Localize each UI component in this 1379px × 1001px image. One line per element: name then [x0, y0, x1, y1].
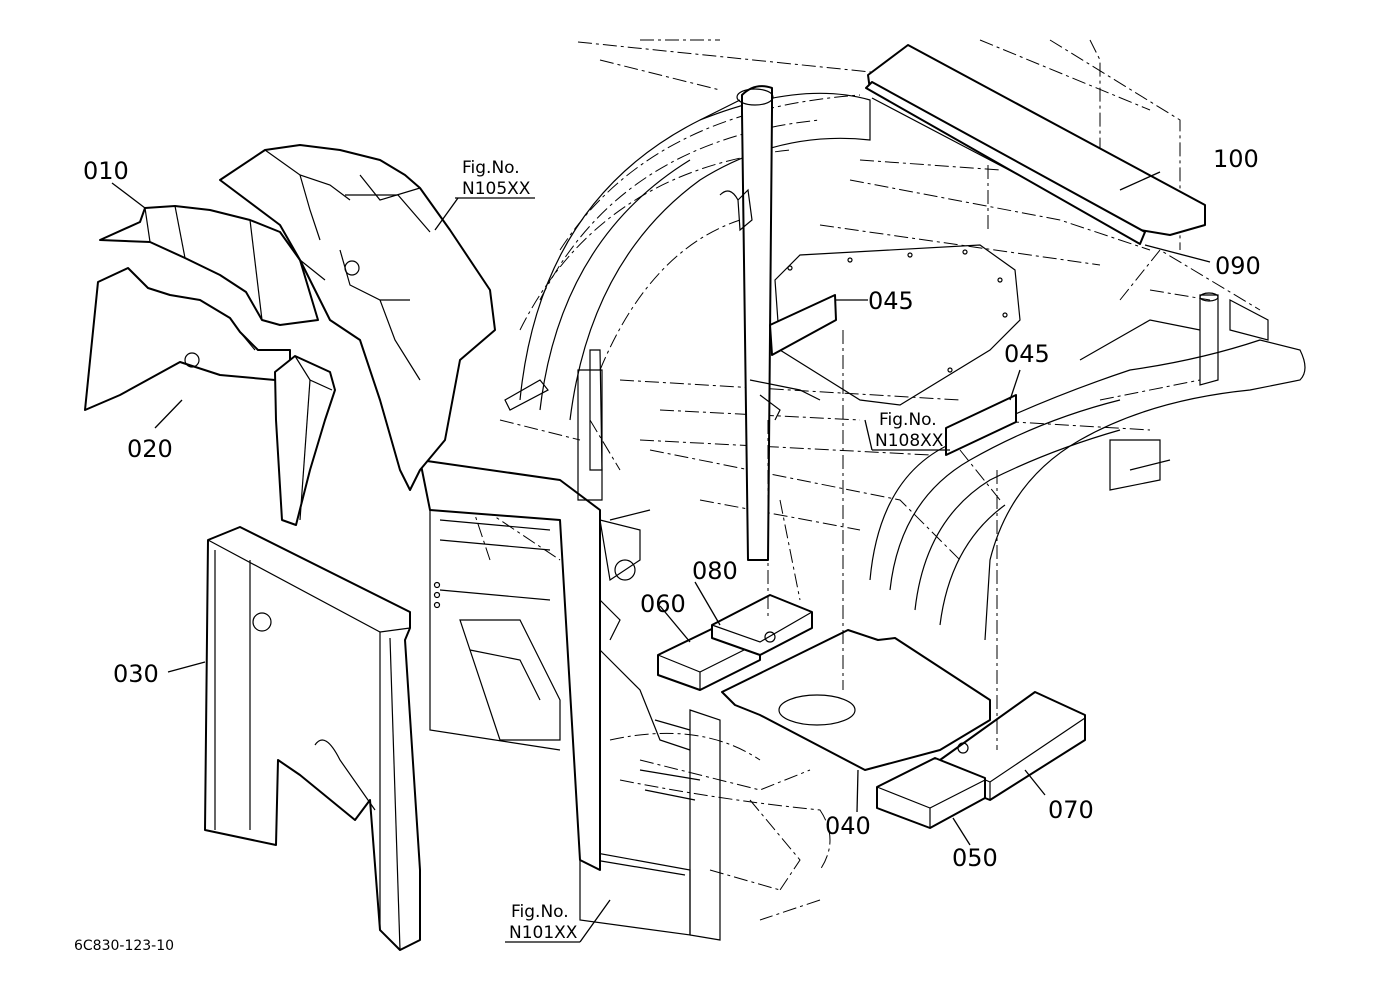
- label-090: 090: [1215, 252, 1261, 280]
- label-045-lower: 045: [1004, 340, 1050, 368]
- control-mechanism: [419, 349, 691, 871]
- part-090-seal-strip: [865, 81, 1146, 245]
- figref-n108-line2: N108XX: [875, 431, 944, 451]
- rear-fender-arch: [869, 319, 1306, 641]
- left-wheel-arch: [519, 92, 871, 421]
- part-labels: 010 020 030 040 045 045 050 060 070 080 …: [83, 145, 1261, 872]
- assembly-guide-lines: [767, 165, 998, 750]
- cab-pillar: [719, 85, 774, 561]
- rear-pillar: [1199, 292, 1269, 386]
- drawing-code: 6C830-123-10: [74, 938, 174, 954]
- label-030: 030: [113, 660, 159, 688]
- label-020: 020: [127, 435, 173, 463]
- fender-shell-n105: [219, 144, 496, 491]
- floor-plate-n108: [749, 244, 1021, 421]
- label-060: 060: [640, 590, 686, 618]
- part-100-rear-panel: [867, 44, 1206, 241]
- part-045-pad-lower: [945, 394, 1017, 456]
- front-frame-post: [579, 709, 721, 941]
- label-040: 040: [825, 812, 871, 840]
- label-080: 080: [692, 557, 738, 585]
- part-080-pad: [711, 594, 813, 656]
- figref-n105-line2: N105XX: [462, 179, 531, 199]
- label-010: 010: [83, 157, 129, 185]
- part-045-pad-upper: [769, 294, 837, 356]
- label-050: 050: [952, 844, 998, 872]
- part-040-floor-mat: [721, 629, 991, 771]
- part-050-pad: [876, 757, 986, 829]
- part-020-fender-liner: [84, 267, 291, 411]
- figref-n101-line2: N101XX: [509, 923, 578, 943]
- part-010-top-cover: [99, 205, 319, 326]
- label-100: 100: [1213, 145, 1259, 173]
- label-070: 070: [1048, 796, 1094, 824]
- label-045-upper: 045: [868, 287, 914, 315]
- part-030-front-panel: [204, 526, 421, 951]
- figure-references: Fig.No. N105XX Fig.No. N108XX Fig.No. N1…: [462, 158, 944, 943]
- figref-n108-line1: Fig.No.: [879, 410, 937, 430]
- figref-n101-line1: Fig.No.: [511, 902, 569, 922]
- leader-lines: [111, 171, 1211, 943]
- fender-bracket: [274, 355, 336, 526]
- figref-n105-line1: Fig.No.: [462, 158, 520, 178]
